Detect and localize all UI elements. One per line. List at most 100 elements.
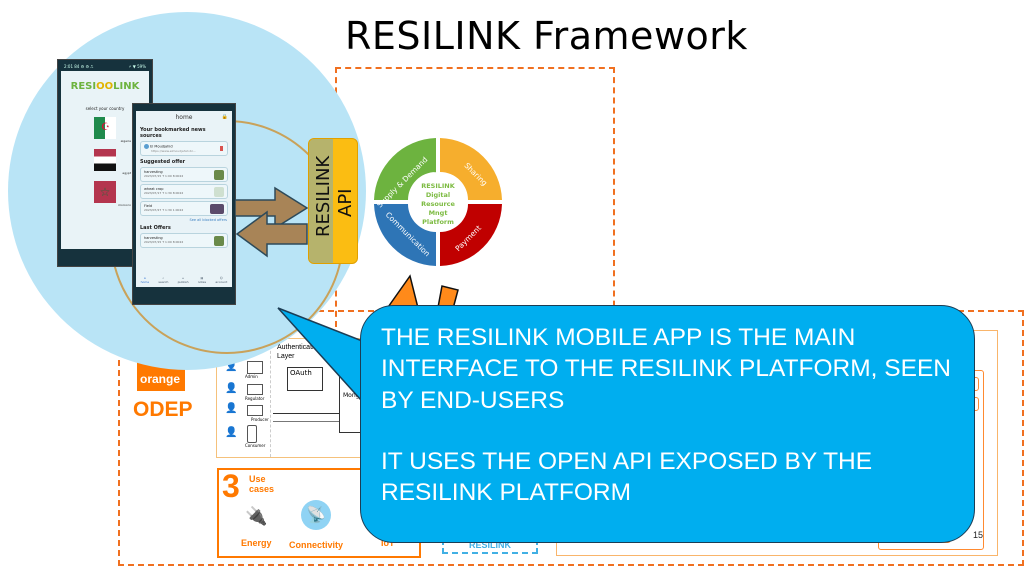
wheel-center-line: Platform — [422, 218, 454, 226]
lock-icon[interactable]: 🔒 — [221, 114, 228, 120]
platform-wheel: Supply & Demand Sharing Payment Communic… — [374, 138, 502, 266]
logo-part-link: LINK — [113, 81, 140, 92]
resilink-api-box: RESILINK API — [308, 138, 358, 264]
api-label-resilink: RESILINK — [313, 155, 334, 237]
suggested-offer-card[interactable]: wheat crop 2023/07/17 T 1:30 8:0022 — [140, 184, 228, 199]
segment-payment — [440, 204, 502, 266]
consumer-phone-icon — [247, 425, 257, 443]
use-cases-label: Use cases — [249, 474, 275, 494]
bookmark-name: El Moudjahid — [150, 144, 173, 149]
see-all-link[interactable]: See all blocked offers — [189, 218, 227, 222]
user-label-consumer: Consumer — [245, 443, 266, 448]
consumer-user-icon: 👤 — [225, 427, 238, 438]
regulator-user-icon: 👤 — [225, 383, 238, 394]
resilink-app-logo: RESIOOLINK — [61, 81, 149, 92]
offer-name: wheat crop — [144, 187, 164, 191]
country-label-algeria: algeria — [120, 139, 131, 143]
phone-home-screen: home 🔒 Your bookmarked news sources El M… — [133, 104, 235, 304]
wheel-center-line: Resource — [421, 200, 455, 208]
offer-name: Field — [144, 204, 153, 208]
user-label-producer: Producer — [251, 417, 269, 422]
callout-paragraph-1: THE RESILINK MOBILE APP IS THE MAIN INTE… — [381, 324, 951, 414]
tab-account[interactable]: ☺account — [215, 276, 228, 284]
oauth-box: OAuth — [287, 367, 323, 391]
orange-logo-text: orange — [140, 372, 181, 386]
suggested-offer-card[interactable]: Field 2023/07/27 T 1:30 1:0022 — [140, 201, 228, 216]
use-case-connectivity: Connectivity — [289, 540, 344, 550]
explanation-callout: THE RESILINK MOBILE APP IS THE MAIN INTE… — [360, 305, 975, 543]
offer-name: harvesting — [144, 236, 163, 240]
energy-plug-icon: 🔌 — [245, 506, 268, 527]
select-country-prompt: select your country — [85, 106, 125, 111]
tab-label: home — [140, 280, 150, 284]
country-label-egypt: egypt — [122, 171, 131, 175]
last-offers-heading: Last Offers — [140, 225, 171, 231]
api-arrows — [235, 186, 309, 258]
suggested-offer-card[interactable]: harvesting 2023/07/15 T 1:00 8:0022 — [140, 167, 228, 182]
suggested-heading: Suggested offer — [140, 159, 186, 165]
tab-notes[interactable]: ▤notes — [197, 276, 207, 284]
page-number: 15 — [973, 530, 984, 540]
farmer-thumbnail — [214, 236, 224, 246]
bottom-tab-bar: ⌂home ⌕search +publish ▤notes ☺account — [136, 273, 232, 287]
request-arrow — [273, 413, 339, 414]
tab-label: publish — [177, 280, 189, 284]
api-box-overlap — [309, 139, 333, 263]
layer-divider — [270, 341, 271, 457]
status-left: 2:01 84 ⚙ ⚙ ⎍ — [64, 64, 94, 69]
wheel-center-line: RESILINK — [421, 182, 456, 190]
logo-part-resi: RESI — [70, 81, 97, 92]
response-arrow — [273, 421, 339, 422]
flag-egypt[interactable] — [94, 149, 116, 171]
regulator-laptop-icon — [247, 384, 263, 395]
admin-user-icon: 👤 — [225, 361, 238, 372]
api-label-api: API — [335, 188, 356, 217]
status-right: ⚡ ▼ 59% — [128, 64, 146, 69]
tab-publish[interactable]: +publish — [177, 276, 189, 284]
wheel-center-line: Digital — [426, 191, 450, 199]
bookmark-url: https://www.elmoudjahid.dz... — [151, 149, 196, 153]
logo-part-link-icon: OO — [96, 81, 114, 92]
news-source-icon — [144, 144, 149, 149]
segment-supply-demand — [374, 138, 436, 200]
use-case-count: 3 — [222, 468, 240, 504]
home-title: home — [175, 114, 193, 121]
producer-user-icon: 👤 — [225, 403, 238, 414]
tab-label: account — [215, 280, 228, 284]
user-label-admin: Admin — [245, 374, 258, 379]
auth-layer-heading: Authentication Layer — [277, 344, 322, 360]
tab-label: search — [158, 280, 169, 284]
farmer-thumbnail — [214, 170, 224, 180]
bookmarks-heading: Your bookmarked news sources — [140, 127, 206, 139]
user-label-regulator: Regulator — [245, 396, 265, 401]
wheel-center-line: Mngt — [429, 209, 448, 217]
wheat-thumbnail — [214, 187, 224, 197]
offer-date: 2023/07/17 T 1:30 8:0022 — [144, 191, 184, 195]
tab-search[interactable]: ⌕search — [158, 276, 169, 284]
slide-title: RESILINK Framework — [345, 14, 748, 58]
segment-communication — [374, 204, 436, 266]
wheel-center — [411, 175, 465, 229]
phone-top-bar — [136, 107, 232, 111]
producer-device-icon — [247, 405, 263, 416]
android-nav-bar — [61, 249, 149, 263]
status-bar: 2:01 84 ⚙ ⚙ ⎍ ⚡ ▼ 59% — [61, 63, 149, 71]
use-case-energy: Energy — [241, 538, 272, 548]
segment-sharing — [440, 138, 502, 200]
use-case-iot: IoT — [381, 538, 395, 548]
offer-name: harvesting — [144, 170, 163, 174]
offer-date: 2023/07/15 T 1:00 8:0022 — [144, 174, 184, 178]
country-label-morocco: morocco — [118, 203, 131, 207]
flag-algeria[interactable]: ☪ — [94, 117, 116, 139]
mongo-label: Mongo — [343, 392, 364, 399]
delete-bookmark-icon[interactable] — [220, 146, 223, 151]
tab-home[interactable]: ⌂home — [140, 276, 150, 284]
odep-label: ODEP — [133, 398, 193, 421]
flag-morocco[interactable]: ☆ — [94, 181, 116, 203]
admin-computer-icon — [247, 361, 263, 374]
last-offer-card[interactable]: harvesting 2023/07/15 T 1:00 8:0022 — [140, 233, 228, 248]
arrow-from-api — [235, 210, 308, 258]
connectivity-tower-icon: 📡 — [301, 500, 331, 530]
bookmark-card[interactable]: El Moudjahid https://www.elmoudjahid.dz.… — [140, 141, 228, 156]
callout-pointer — [277, 307, 371, 412]
